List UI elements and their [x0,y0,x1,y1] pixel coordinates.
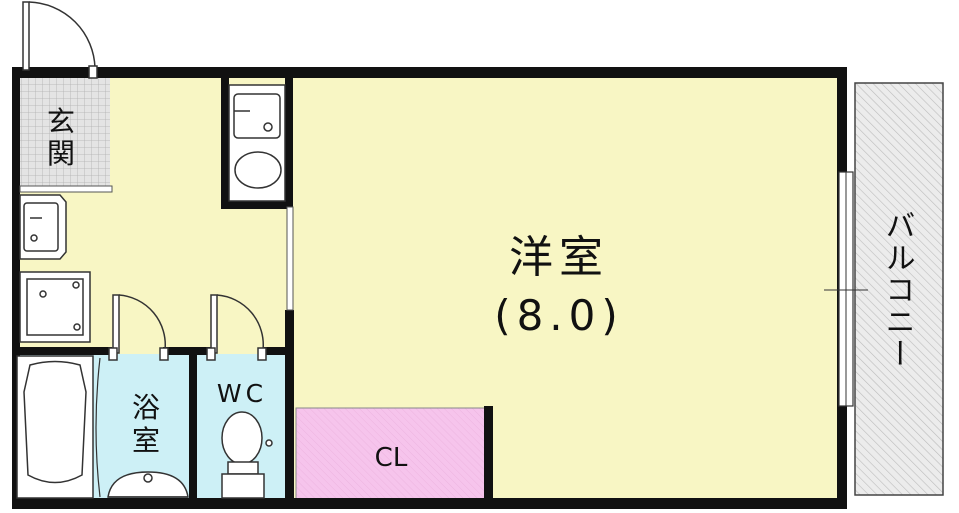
balcony-window [824,171,868,407]
western-room-size: (8.0) [494,291,624,340]
western-room-label: 洋室 [509,232,609,283]
sliding-door [286,206,294,311]
entrance-label-1: 玄 [47,105,75,138]
entrance-label-2: 関 [47,137,75,170]
entrance-threshold [19,185,113,193]
bath-curtain-line [95,357,101,498]
toilet-label: WC [217,379,267,408]
bathroom-door [108,294,169,361]
balcony-label: バルコニー [880,210,915,370]
entrance-floor [12,72,110,188]
closet-label: CL [375,443,408,473]
washbasin-unit [228,84,286,202]
bathtub [16,355,94,499]
bathroom-sink [107,471,189,498]
kitchen-sink [19,194,67,260]
entrance-door [22,1,98,79]
bathroom-label-1: 浴 [132,391,160,424]
toilet-door [206,294,267,361]
bathroom-label-2: 室 [132,424,160,457]
balcony [846,72,950,504]
washing-machine-pan [19,271,91,343]
toilet-fixture [221,411,273,499]
